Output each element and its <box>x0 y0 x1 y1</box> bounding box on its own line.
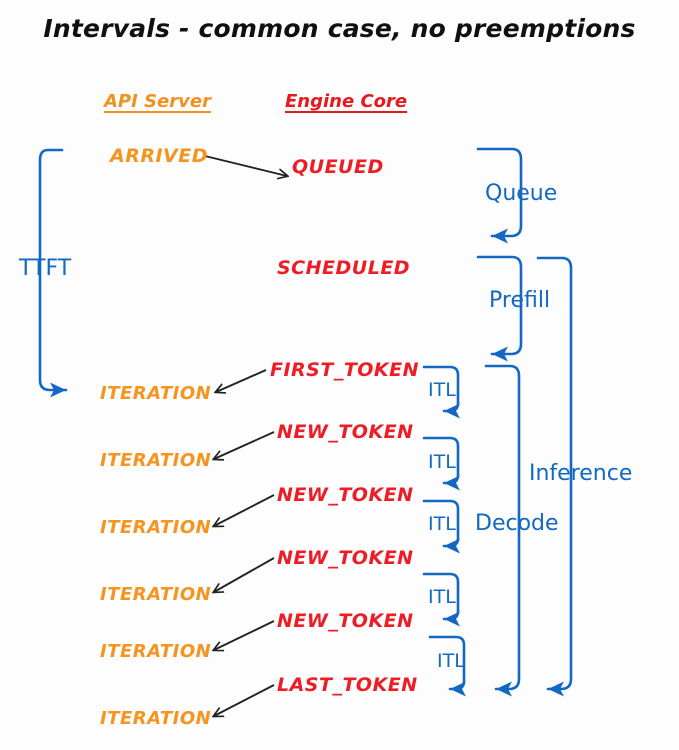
bracket-prefill <box>476 255 523 362</box>
arrow-new-token-to-iteration-1 <box>214 431 275 459</box>
state-new-token-4: NEW_TOKEN <box>277 610 414 632</box>
interval-label-itl-3: ITL <box>428 513 456 535</box>
state-iteration-4: ITERATION <box>100 584 212 605</box>
bracket-itl-4 <box>422 572 460 627</box>
state-new-token-2: NEW_TOKEN <box>277 484 414 506</box>
state-last-token: LAST_TOKEN <box>277 674 418 696</box>
interval-label-ttft: TTFT <box>19 256 72 281</box>
state-iteration-2: ITERATION <box>100 450 212 471</box>
interval-label-queue: Queue <box>485 181 558 206</box>
interval-label-prefill: Prefill <box>489 288 551 313</box>
arrow-last-token-to-iteration <box>214 684 275 716</box>
arrow-new-token-to-iteration-2 <box>214 494 275 526</box>
arrow-arrived-to-queued <box>204 155 287 176</box>
arrow-new-token-to-iteration-4 <box>214 620 275 650</box>
interval-label-itl-2: ITL <box>428 451 456 473</box>
state-iteration-3: ITERATION <box>100 517 212 538</box>
column-header-api-server: API Server <box>104 91 211 112</box>
state-new-token-1: NEW_TOKEN <box>277 421 414 443</box>
interval-label-itl-5: ITL <box>437 650 465 672</box>
bracket-itl-2 <box>422 436 460 491</box>
bracket-decode <box>484 364 521 697</box>
state-iteration-5: ITERATION <box>100 641 212 662</box>
state-queued: QUEUED <box>292 156 384 178</box>
state-iteration-6: ITERATION <box>100 708 212 729</box>
page-title: Intervals - common case, no preemptions <box>43 14 636 43</box>
column-header-engine-core: Engine Core <box>285 91 408 112</box>
interval-label-itl-1: ITL <box>428 379 456 401</box>
interval-label-itl-4: ITL <box>428 586 456 608</box>
state-first-token: FIRST_TOKEN <box>270 359 420 381</box>
state-iteration-1: ITERATION <box>100 383 212 404</box>
bracket-ttft <box>38 148 68 398</box>
bracket-itl-3 <box>422 499 460 554</box>
state-new-token-3: NEW_TOKEN <box>277 547 414 569</box>
bracket-inference <box>536 256 573 697</box>
state-arrived: ARRIVED <box>110 145 208 167</box>
bracket-queue <box>476 147 523 244</box>
bracket-itl-5 <box>428 635 466 697</box>
interval-label-inference: Inference <box>529 461 633 486</box>
interval-label-decode: Decode <box>475 511 559 536</box>
arrow-first-token-to-iteration <box>216 369 267 392</box>
bracket-itl-1 <box>422 365 460 419</box>
state-scheduled: SCHEDULED <box>277 257 411 279</box>
arrow-new-token-to-iteration-3 <box>214 557 275 592</box>
